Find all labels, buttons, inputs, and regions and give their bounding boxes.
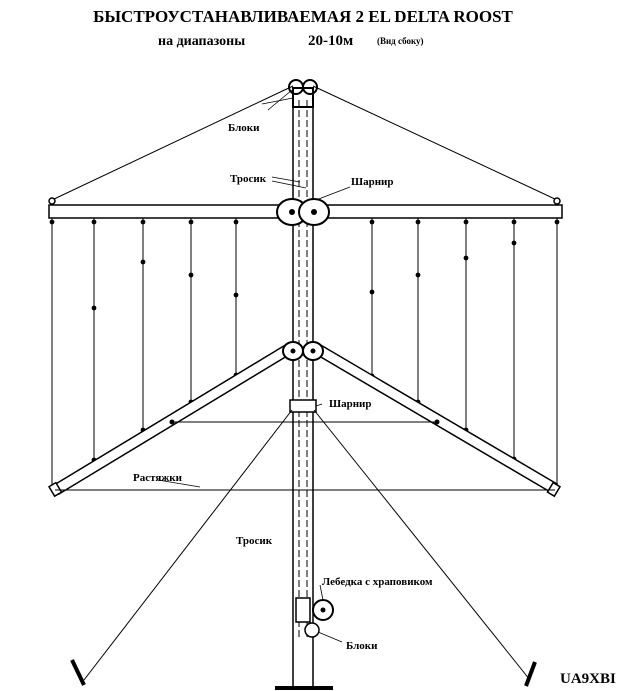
author-callsign: UA9XBI: [560, 671, 616, 687]
mast-base-plate: [275, 686, 333, 690]
top-pulley-block: [288, 79, 318, 108]
cable-to-right-foot: [313, 409, 531, 681]
leader-lines: [157, 89, 351, 643]
label-guys: Растяжки: [133, 472, 183, 484]
mid-hinge-collar: [289, 399, 317, 413]
cable-to-left-foot: [83, 409, 293, 681]
guy-end-right: [434, 419, 440, 425]
winch: [295, 597, 334, 638]
label-hinge-mid: Шарнир: [329, 398, 372, 410]
lower-struts: [47, 342, 562, 498]
upper-diagonal-right: [312, 85, 558, 201]
label-winch: Лебедка с храповиком: [322, 576, 433, 588]
side-view-note: (Вид сбоку): [377, 36, 424, 46]
upper-hinge: [276, 198, 330, 226]
bands-range: 20-10м: [308, 33, 353, 49]
label-pulleys-top: Блоки: [228, 122, 260, 134]
label-cable-bottom: Тросик: [236, 535, 273, 547]
left-ground-stake: [70, 659, 86, 686]
right-ground-stake: [524, 661, 537, 687]
diagram-title: БЫСТРОУСТАНАВЛИВАЕМАЯ 2 EL DELTA ROOST: [93, 7, 513, 26]
guy-end-left: [169, 419, 175, 425]
element-wires: [51, 218, 558, 490]
label-hinge-top: Шарнир: [351, 176, 394, 188]
wire-dots: [49, 219, 560, 463]
label-pulleys-bottom: Блоки: [346, 640, 378, 652]
label-cable-top: Тросик: [230, 173, 267, 185]
lower-hinge: [282, 341, 324, 361]
upper-diagonal-left: [51, 85, 294, 201]
bands-label: на диапазоны: [158, 34, 245, 49]
mast: [292, 100, 314, 687]
